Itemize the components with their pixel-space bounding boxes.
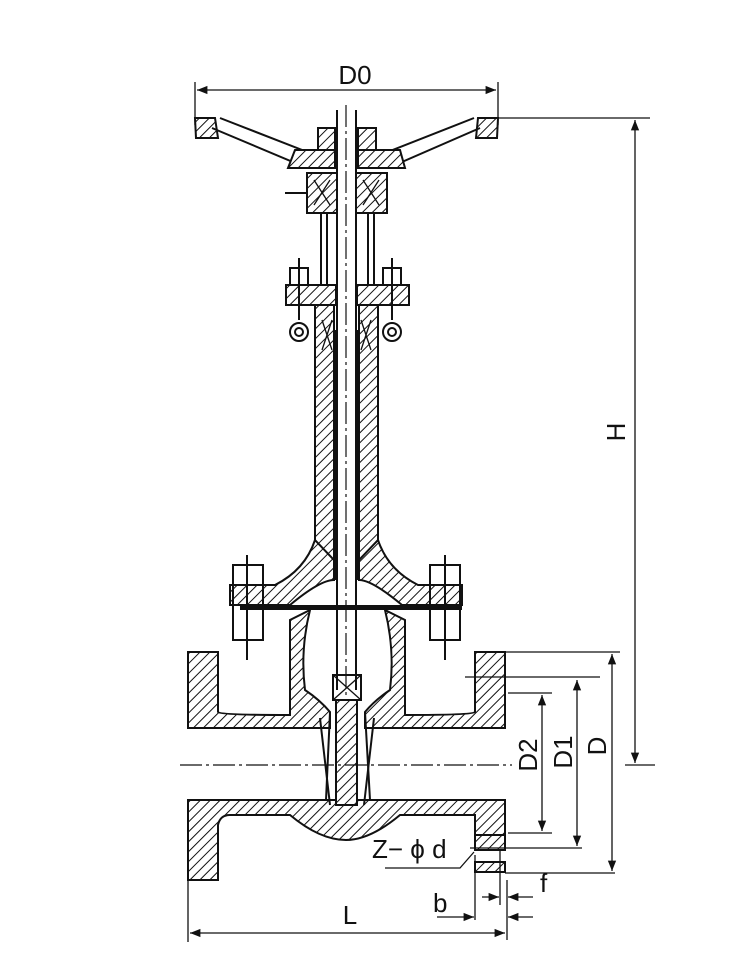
- d-label: D: [582, 737, 612, 756]
- bolt-holes-label: Z− ϕ d: [372, 834, 447, 864]
- d0-label: D0: [338, 60, 371, 90]
- bonnet: [229, 304, 463, 660]
- h-label: H: [601, 423, 631, 442]
- dimensions: D0 H D2 D1 D Z− ϕ d f b L: [187, 60, 655, 942]
- d2-label: D2: [513, 738, 543, 771]
- yoke: [320, 213, 375, 285]
- d1-label: D1: [548, 735, 578, 768]
- bearing-housing: [285, 172, 388, 214]
- l-label: L: [343, 900, 357, 930]
- gland-flange: [285, 258, 410, 342]
- b-label: b: [433, 888, 447, 918]
- f-label: f: [540, 868, 548, 898]
- handwheel: [193, 117, 500, 169]
- valve-body: [180, 608, 512, 881]
